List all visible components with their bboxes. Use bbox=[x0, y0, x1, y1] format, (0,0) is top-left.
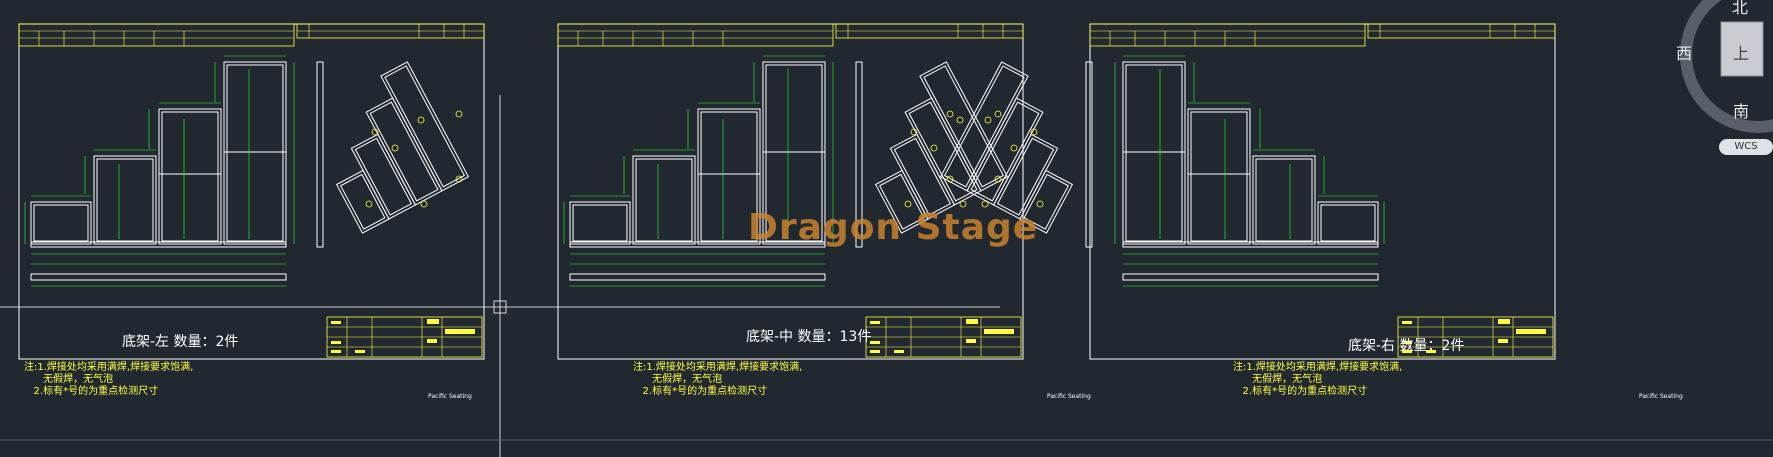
sheet-caption-left: 底架-左 数量：2件 bbox=[122, 334, 239, 350]
compass-west[interactable]: 西 bbox=[1676, 44, 1693, 63]
sheet-caption-right: 底架-右 数量：2件 bbox=[1348, 338, 1465, 354]
compass-south[interactable]: 南 bbox=[1733, 102, 1750, 121]
crosshair-cursor bbox=[0, 95, 1000, 457]
drawing-sheet-middle[interactable] bbox=[557, 23, 1024, 360]
sheet-notes-left: 注:1.焊接处均采用满焊,焊接要求饱满, 无假焊，无气泡 2.标有*号的为重点检… bbox=[24, 362, 194, 397]
watermark-text: Dragon Stage bbox=[748, 207, 1039, 248]
titleblock-company-left: Pacific Seating bbox=[428, 393, 472, 400]
titleblock-company-right: Pacific Seating bbox=[1639, 393, 1683, 400]
sheet-notes-right: 注:1.焊接处均采用满焊,焊接要求饱满, 无假焊，无气泡 2.标有*号的为重点检… bbox=[1233, 362, 1403, 397]
viewcube[interactable] bbox=[1673, 0, 1773, 170]
titleblock-company-middle: Pacific Seating bbox=[1047, 393, 1091, 400]
viewcube-top-face[interactable]: 上 bbox=[1733, 44, 1750, 63]
drawing-sheet-right[interactable] bbox=[940, 23, 1556, 360]
wcs-menu-button[interactable]: WCS bbox=[1719, 139, 1773, 155]
compass-north[interactable]: 北 bbox=[1732, 0, 1749, 17]
drawing-sheet-left[interactable] bbox=[18, 23, 485, 360]
sheet-caption-middle: 底架-中 数量：13件 bbox=[746, 329, 872, 345]
sheet-notes-middle: 注:1.焊接处均采用满焊,焊接要求饱满, 无假焊，无气泡 2.标有*号的为重点检… bbox=[633, 362, 803, 397]
